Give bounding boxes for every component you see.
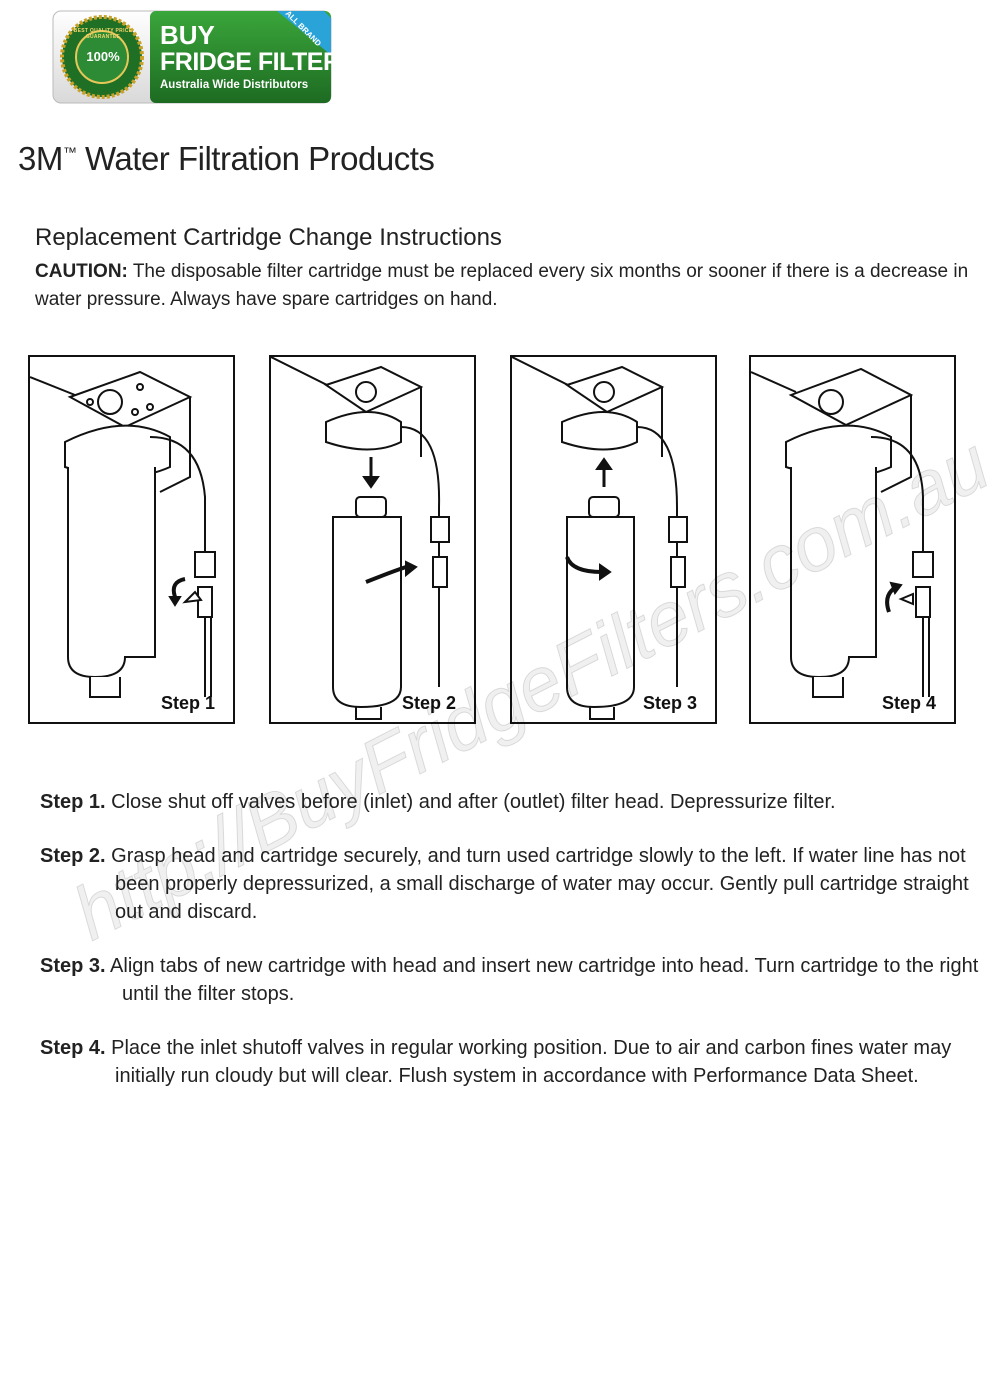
filter-remove-icon <box>271 357 450 720</box>
seal-percent: 100% <box>86 49 120 64</box>
step-label: Step 1. <box>40 791 106 813</box>
panel-step-label: Step 2 <box>401 693 456 713</box>
logo-tagline: Australia Wide Distributors <box>160 79 309 91</box>
step-text: Grasp head and cartridge securely, and t… <box>105 845 969 923</box>
step-4-instruction: Step 4. Place the inlet shutoff valves i… <box>40 1034 980 1090</box>
step-1-illustration: Step 1 <box>28 355 235 724</box>
seal-text: BEST QUALITY PRICE GUARANTEE <box>73 28 133 40</box>
title-brand: 3M <box>18 140 63 177</box>
caution-paragraph: CAUTION: The disposable filter cartridge… <box>35 258 990 314</box>
panel-step-label: Step 3 <box>642 693 697 713</box>
panel-step-label: Step 1 <box>160 693 215 713</box>
step-text: Close shut off valves before (inlet) and… <box>105 791 836 813</box>
caution-label: CAUTION: <box>35 261 128 282</box>
step-3-instruction: Step 3. Align tabs of new cartridge with… <box>40 952 980 1008</box>
step-label: Step 2. <box>40 845 106 867</box>
logo-graphic <box>52 10 332 104</box>
step-4-illustration: Step 4 <box>749 355 956 724</box>
step-3-illustration: Step 3 <box>510 355 717 724</box>
caution-text: The disposable filter cartridge must be … <box>35 261 969 310</box>
step-1-instruction: Step 1. Close shut off valves before (in… <box>40 788 980 816</box>
panel-step-label: Step 4 <box>881 693 936 713</box>
filter-insert-icon <box>512 357 688 720</box>
section-subtitle: Replacement Cartridge Change Instruction… <box>35 224 502 251</box>
brand-logo[interactable]: 100% BEST QUALITY PRICE GUARANTEE BUY FR… <box>52 9 357 104</box>
trademark-mark: ™ <box>62 144 77 160</box>
step-text: Align tabs of new cartridge with head an… <box>105 955 979 1005</box>
filter-installed-icon <box>30 370 216 698</box>
step-label: Step 4. <box>40 1037 106 1059</box>
filter-reopen-valve-icon <box>751 367 934 698</box>
logo-brand-line2: FRIDGE FILTERS <box>160 48 357 76</box>
instruction-steps: Step 1. Close shut off valves before (in… <box>40 788 980 1116</box>
step-label: Step 3. <box>40 955 106 977</box>
title-rest: Water Filtration Products <box>76 140 435 177</box>
logo-brand-line1: BUY <box>160 20 215 50</box>
step-text: Place the inlet shutoff valves in regula… <box>105 1037 952 1087</box>
step-2-illustration: Step 2 <box>269 355 476 724</box>
step-2-instruction: Step 2. Grasp head and cartridge securel… <box>40 842 980 926</box>
page-title: 3M™ Water Filtration Products <box>18 140 435 178</box>
